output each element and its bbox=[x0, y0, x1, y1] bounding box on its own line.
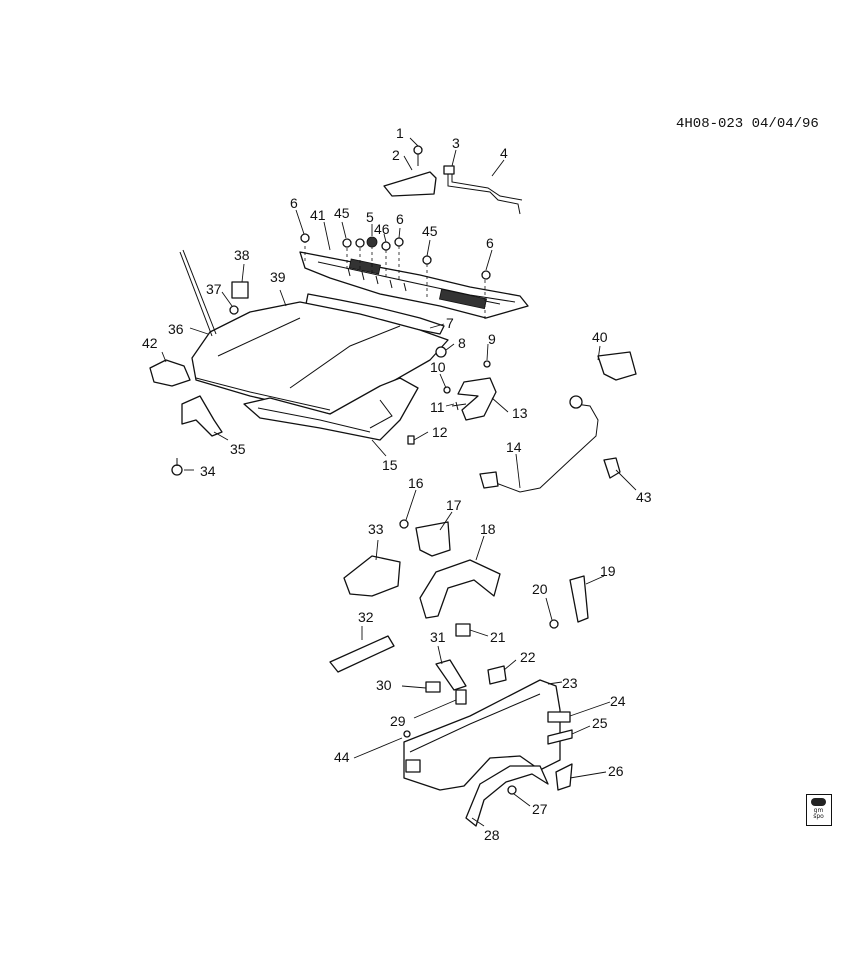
callout-34: 34 bbox=[200, 463, 216, 479]
callout-6c: 6 bbox=[486, 235, 494, 251]
hood-hinge-cover bbox=[231, 281, 249, 299]
callout-45a: 45 bbox=[334, 205, 350, 221]
callout-13: 13 bbox=[512, 405, 528, 421]
callout-5: 5 bbox=[366, 209, 374, 225]
callout-41: 41 bbox=[310, 207, 326, 223]
hood-latch bbox=[407, 346, 497, 445]
callout-7: 7 bbox=[446, 315, 454, 331]
callout-46: 46 bbox=[374, 221, 390, 237]
callout-29: 29 bbox=[390, 713, 406, 729]
fender-liner bbox=[419, 559, 501, 619]
callout-21: 21 bbox=[490, 629, 506, 645]
hood-bracket bbox=[383, 145, 437, 197]
hood-strut bbox=[179, 251, 213, 337]
hood-hinge bbox=[149, 359, 223, 476]
leader-lines bbox=[161, 137, 637, 827]
gm-spo-logo: gm spo bbox=[806, 794, 832, 826]
callout-20: 20 bbox=[532, 581, 548, 597]
callout-36: 36 bbox=[168, 321, 184, 337]
callout-15: 15 bbox=[382, 457, 398, 473]
callout-11: 11 bbox=[430, 399, 445, 415]
callout-24: 24 bbox=[610, 693, 626, 709]
cowl-vent-panel bbox=[299, 251, 529, 319]
callout-12: 12 bbox=[432, 424, 448, 440]
callout-19: 19 bbox=[600, 563, 616, 579]
callout-32: 32 bbox=[358, 609, 374, 625]
callout-43: 43 bbox=[636, 489, 652, 505]
callout-22: 22 bbox=[520, 649, 536, 665]
callout-44: 44 bbox=[334, 749, 350, 765]
callout-18: 18 bbox=[480, 521, 496, 537]
callout-6a: 6 bbox=[290, 195, 298, 211]
fender-liner-rear bbox=[465, 765, 549, 827]
hood-inner-frame bbox=[243, 377, 419, 441]
callout-27: 27 bbox=[532, 801, 548, 817]
hood-release-cable bbox=[479, 351, 637, 493]
callout-16: 16 bbox=[408, 475, 424, 491]
callout-8: 8 bbox=[458, 335, 466, 351]
fender-brace bbox=[329, 635, 395, 673]
callout-2: 2 bbox=[392, 147, 400, 163]
callout-10: 10 bbox=[430, 359, 446, 375]
callout-35: 35 bbox=[230, 441, 246, 457]
callout-30: 30 bbox=[376, 677, 392, 693]
callout-33: 33 bbox=[368, 521, 384, 537]
callout-4: 4 bbox=[500, 145, 508, 161]
hood-prop-rod bbox=[443, 165, 523, 215]
callout-6b: 6 bbox=[396, 211, 404, 227]
callout-38: 38 bbox=[234, 247, 250, 263]
callout-3: 3 bbox=[452, 135, 460, 151]
callout-1: 1 bbox=[396, 125, 404, 141]
cowl-fasteners bbox=[300, 233, 491, 280]
callout-14: 14 bbox=[506, 439, 522, 455]
callout-17: 17 bbox=[446, 497, 462, 513]
callout-25: 25 bbox=[592, 715, 608, 731]
callout-28: 28 bbox=[484, 827, 500, 843]
callout-23: 23 bbox=[562, 675, 578, 691]
logo-text: gm spo bbox=[813, 807, 824, 820]
callout-31: 31 bbox=[430, 629, 446, 645]
callout-39: 39 bbox=[270, 269, 286, 285]
callout-9: 9 bbox=[488, 331, 496, 347]
callout-42: 42 bbox=[142, 335, 158, 351]
drawing-reference: 4H08-023 04/04/96 bbox=[676, 116, 819, 132]
side-panel-bracket bbox=[343, 555, 401, 597]
callout-labels: 1 2 3 4 5 6 6 6 7 8 9 10 11 12 13 14 15 … bbox=[142, 125, 652, 843]
callout-45b: 45 bbox=[422, 223, 438, 239]
callout-26: 26 bbox=[608, 763, 624, 779]
splash-shield-upper bbox=[415, 521, 451, 557]
fender-molding bbox=[569, 575, 589, 623]
logo-mark bbox=[811, 798, 826, 806]
callout-37: 37 bbox=[206, 281, 222, 297]
callout-40: 40 bbox=[592, 329, 608, 345]
